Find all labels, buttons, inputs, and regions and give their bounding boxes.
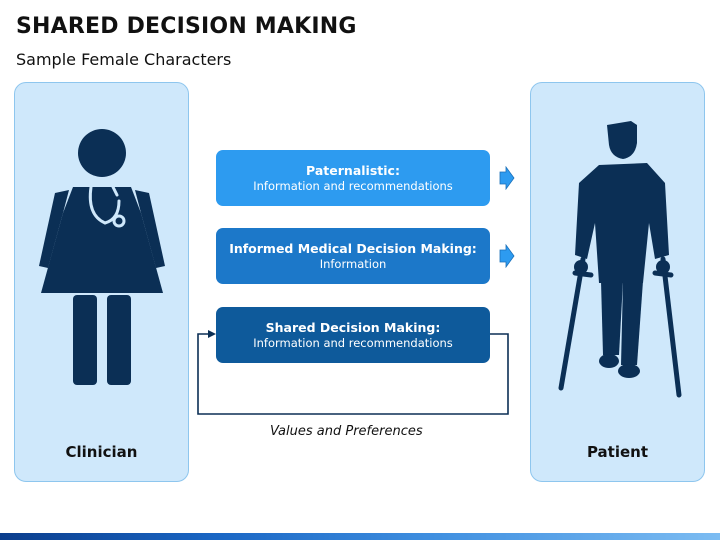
page-subtitle: Sample Female Characters bbox=[16, 50, 232, 69]
shared-decision-box: Shared Decision Making: Information and … bbox=[216, 307, 490, 363]
values-and-preferences-label: Values and Preferences bbox=[270, 424, 423, 439]
informed-decision-box: Informed Medical Decision Making: Inform… bbox=[216, 228, 490, 284]
patient-panel: Patient bbox=[530, 82, 705, 482]
footer-bar bbox=[0, 533, 720, 540]
informed-decision-subtitle: Information bbox=[319, 257, 387, 271]
paternalistic-title: Paternalistic: bbox=[306, 163, 400, 178]
page-title: SHARED DECISION MAKING bbox=[16, 14, 357, 39]
shared-decision-title: Shared Decision Making: bbox=[265, 320, 441, 335]
paternalistic-box: Paternalistic: Information and recommend… bbox=[216, 150, 490, 206]
patient-label: Patient bbox=[586, 443, 649, 461]
shared-decision-subtitle: Information and recommendations bbox=[253, 336, 453, 350]
arrow-right-icon bbox=[499, 244, 515, 268]
clinician-label: Clinician bbox=[65, 443, 138, 461]
arrow-right-icon bbox=[499, 166, 515, 190]
paternalistic-subtitle: Information and recommendations bbox=[253, 179, 453, 193]
patient-with-crutches-icon bbox=[558, 121, 682, 398]
informed-decision-title: Informed Medical Decision Making: bbox=[229, 241, 477, 256]
clinician-icon bbox=[39, 129, 165, 385]
clinician-panel: Clinician bbox=[14, 82, 189, 482]
